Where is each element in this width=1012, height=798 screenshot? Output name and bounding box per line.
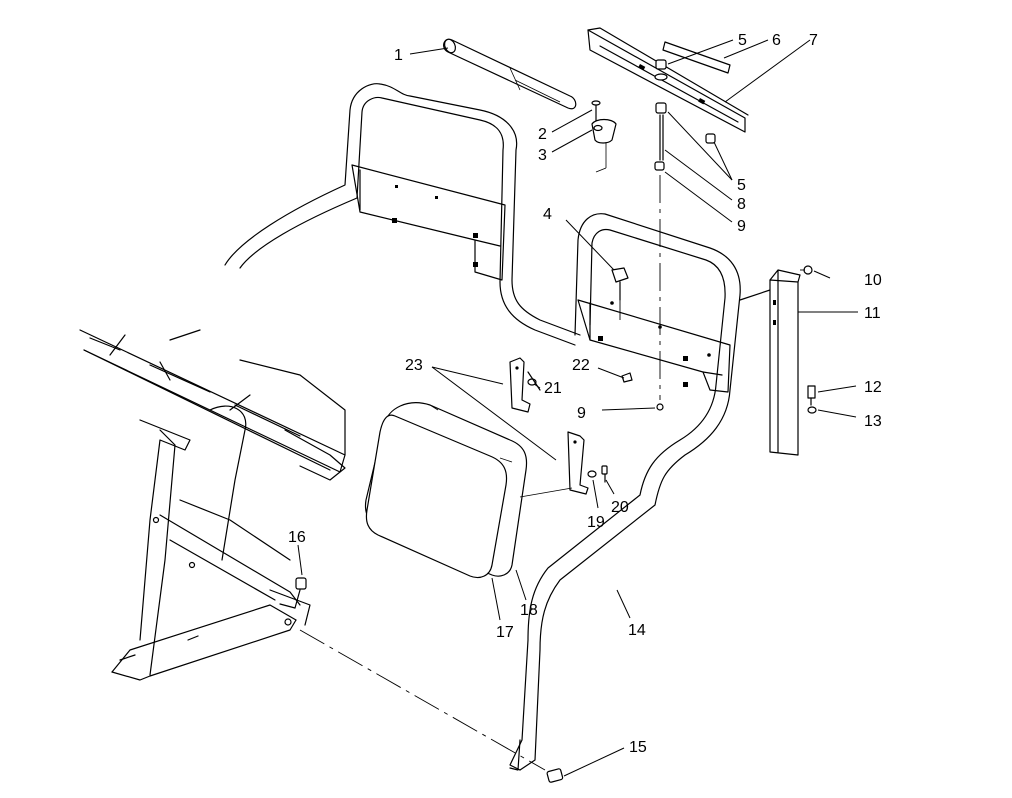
frame-nut — [279, 577, 307, 609]
callout-10: 10 — [864, 272, 882, 289]
callout-1: 1 — [394, 47, 403, 64]
callout-20: 20 — [611, 499, 629, 516]
callout-11: 11 — [864, 305, 881, 322]
callout-5-lower: 5 — [737, 177, 746, 194]
seat-back-cushion — [364, 402, 528, 579]
callout-16: 16 — [288, 529, 306, 546]
side-post — [769, 265, 817, 456]
callout-3: 3 — [538, 147, 547, 164]
callout-labels: 1 2 3 4 5 5 6 7 8 9 9 10 11 12 13 14 15 … — [288, 32, 882, 756]
callout-8: 8 — [737, 196, 746, 213]
callout-12: 12 — [864, 379, 882, 396]
rear-bar-assembly — [224, 83, 581, 346]
stud-hardware — [654, 41, 731, 411]
callout-23: 23 — [405, 357, 423, 374]
callout-15: 15 — [629, 739, 647, 756]
callout-7: 7 — [809, 32, 818, 49]
callout-18: 18 — [520, 602, 538, 619]
clamp-hardware — [591, 100, 617, 173]
callout-22: 22 — [572, 357, 590, 374]
callout-2: 2 — [538, 126, 547, 143]
callout-21: 21 — [544, 380, 562, 397]
grip-sleeve — [443, 38, 577, 110]
callout-17: 17 — [496, 624, 514, 641]
callout-5-top: 5 — [738, 32, 747, 49]
callout-4: 4 — [543, 206, 552, 223]
callout-9-lower: 9 — [577, 405, 586, 422]
seat-brackets — [509, 357, 633, 498]
mount-knob — [611, 267, 629, 320]
upper-bracket — [587, 27, 749, 133]
callout-19: 19 — [587, 514, 605, 531]
callout-9-upper: 9 — [737, 218, 746, 235]
callout-6: 6 — [772, 32, 781, 49]
frame-assembly — [79, 329, 346, 681]
callout-14: 14 — [628, 622, 646, 639]
roll-bar-frame — [509, 213, 771, 771]
callout-13: 13 — [864, 413, 882, 430]
mount-bolt — [299, 629, 564, 783]
leader-lines — [297, 39, 858, 777]
